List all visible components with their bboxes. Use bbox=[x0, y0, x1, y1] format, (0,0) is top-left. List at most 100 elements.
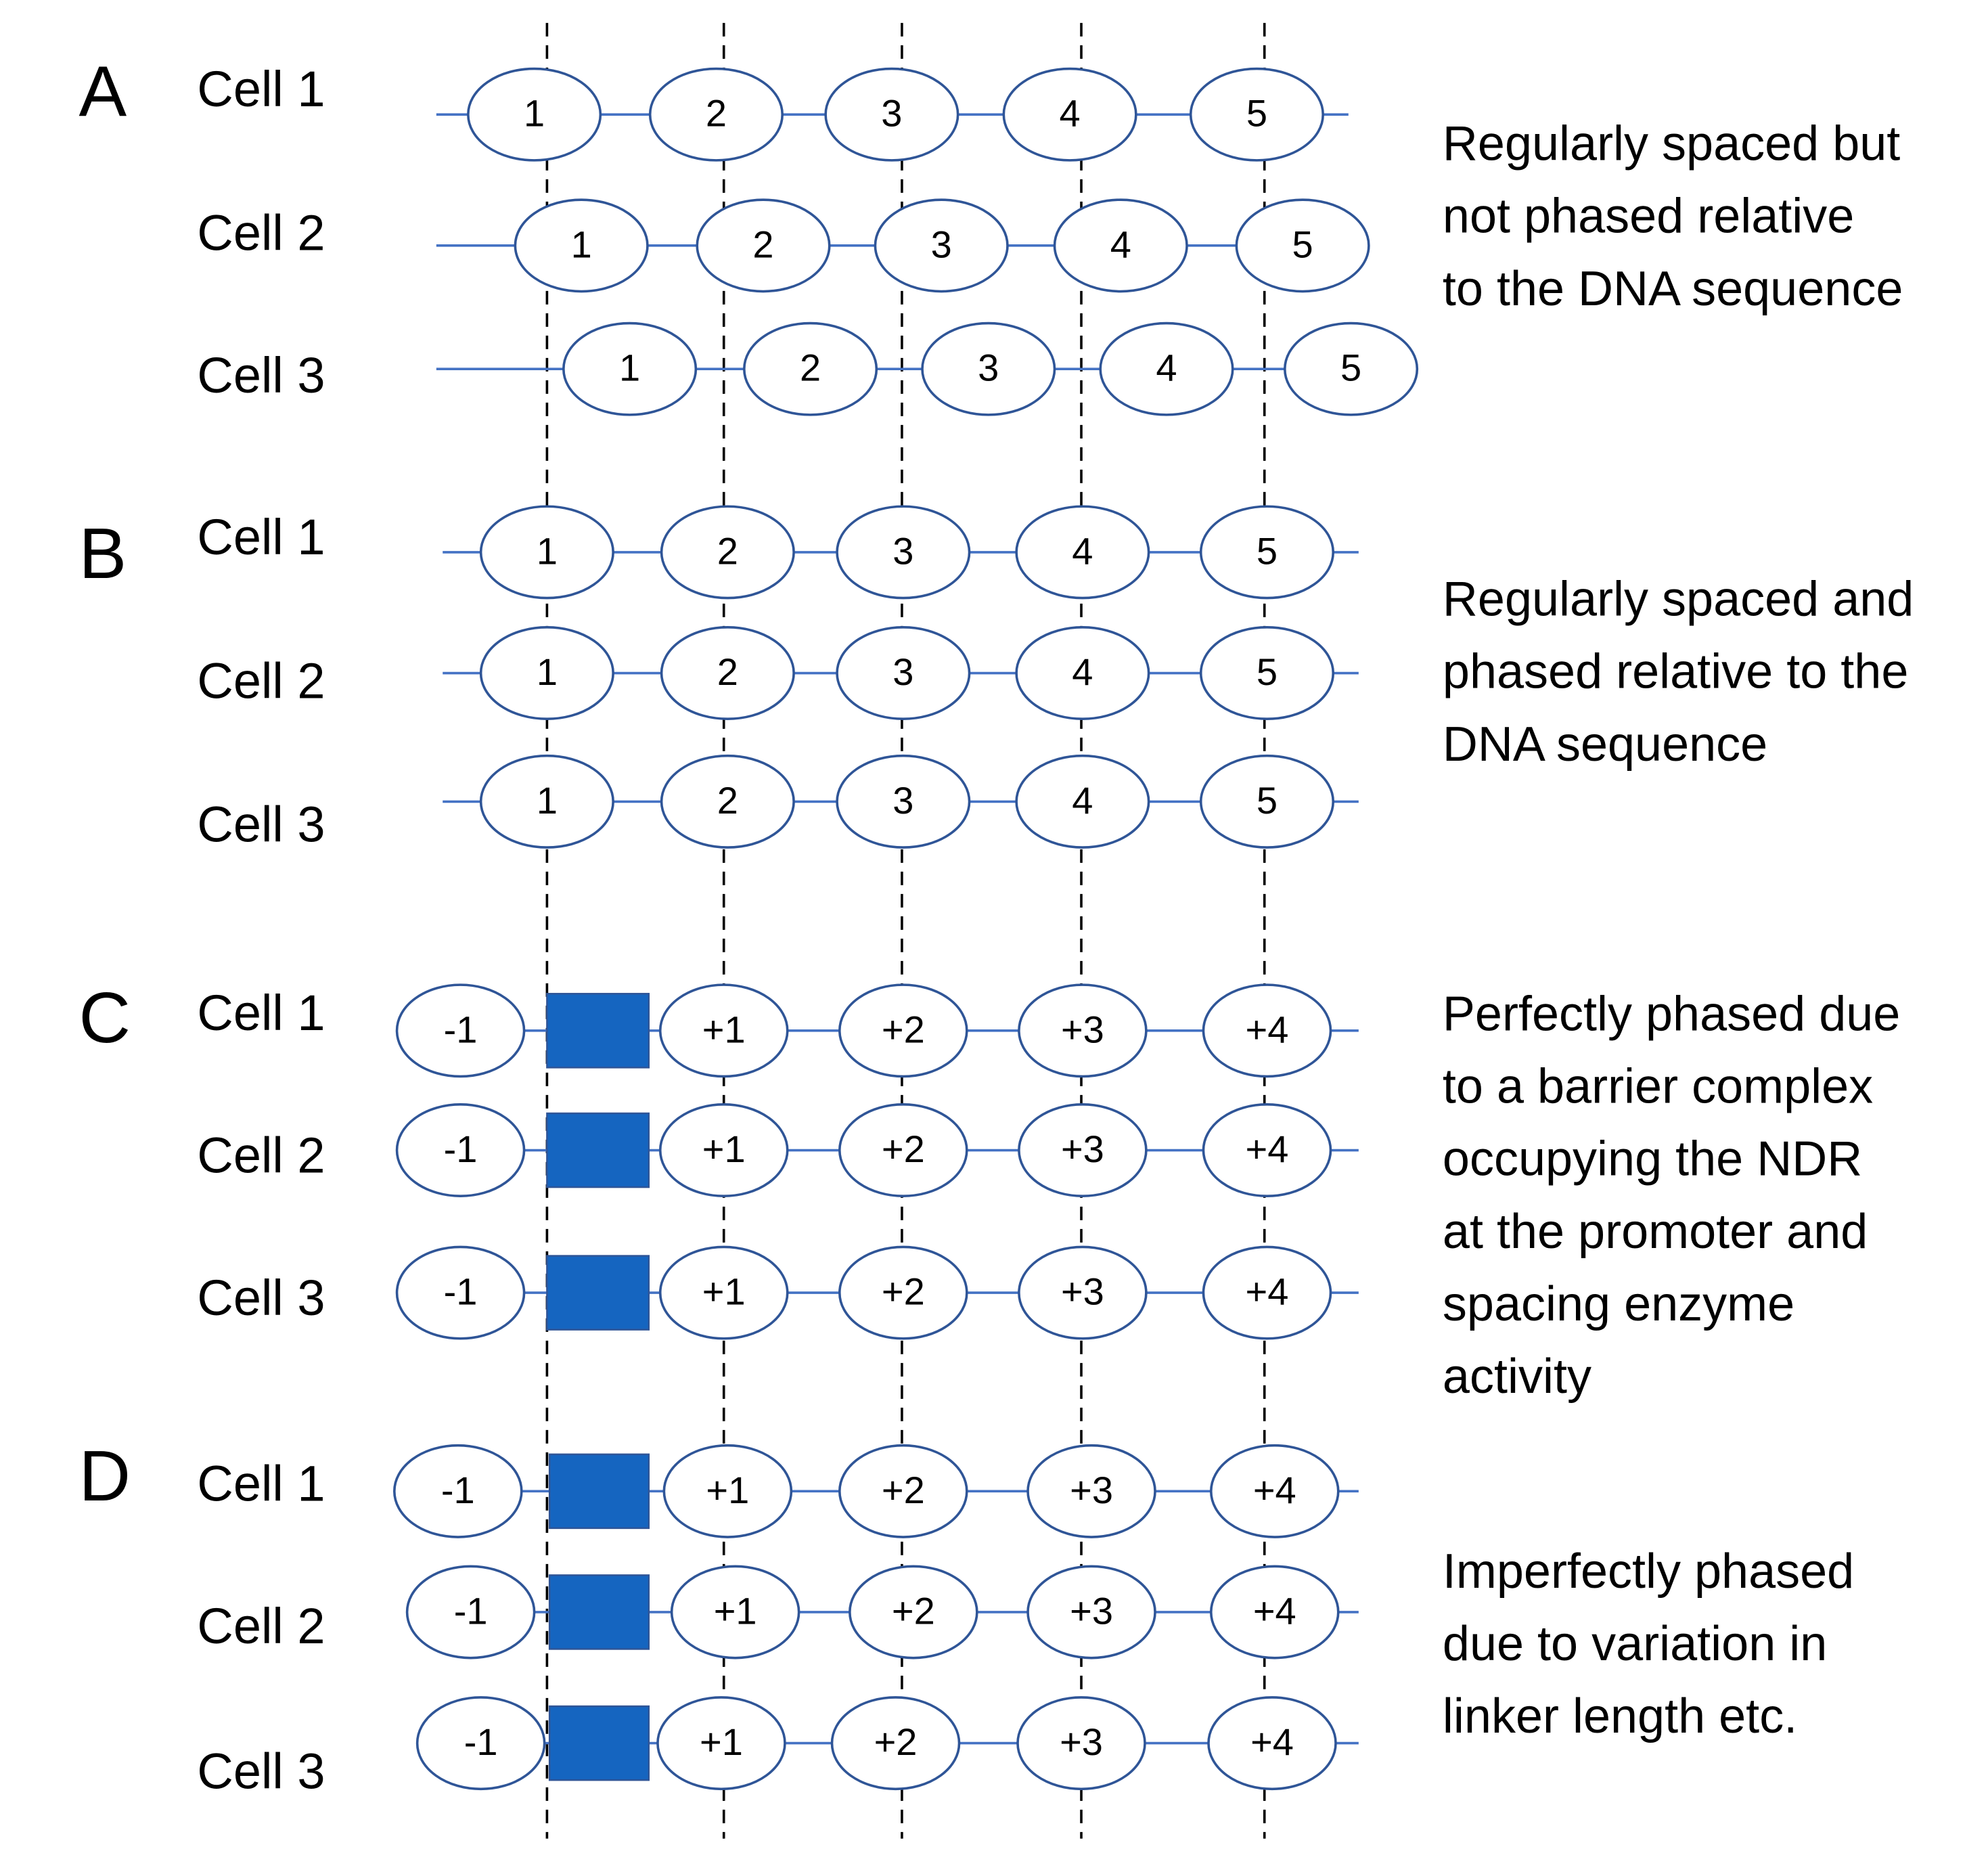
nucleosome-label: +2 bbox=[882, 1469, 925, 1511]
nucleosome-label: 2 bbox=[800, 347, 821, 389]
nucleosome-label: 3 bbox=[893, 529, 913, 572]
cell-label: Cell 1 bbox=[197, 61, 325, 117]
nucleosome-label: +2 bbox=[882, 1008, 925, 1050]
nucleosome bbox=[660, 626, 795, 721]
panel-letter: C bbox=[79, 978, 131, 1058]
nucleosome bbox=[1199, 505, 1335, 600]
nucleosome-label: +3 bbox=[1061, 1270, 1104, 1313]
nucleosome bbox=[921, 321, 1056, 416]
nucleosome bbox=[656, 1696, 786, 1791]
cell-row-1: Cell 1-1+1+2+3+4 bbox=[197, 1444, 1359, 1538]
nucleosome bbox=[1284, 321, 1419, 416]
cell-row-2: Cell 2-1+1+2+3+4 bbox=[197, 1565, 1359, 1660]
panel-description-line: not phased relative bbox=[1443, 190, 1854, 244]
nucleosome bbox=[824, 67, 959, 162]
nucleosome-label: -1 bbox=[444, 1270, 478, 1313]
panel-letter: B bbox=[79, 514, 127, 594]
nucleosome bbox=[392, 1444, 523, 1538]
nucleosome-label: +2 bbox=[882, 1270, 925, 1313]
nucleosome bbox=[1199, 754, 1335, 849]
panel-description-line: DNA sequence bbox=[1443, 717, 1767, 772]
barrier-complex bbox=[548, 1453, 650, 1530]
nucleosome bbox=[479, 754, 614, 849]
cell-label: Cell 3 bbox=[197, 1743, 325, 1799]
nucleosome bbox=[743, 321, 878, 416]
nucleosome bbox=[1018, 983, 1148, 1078]
nucleosome bbox=[660, 754, 795, 849]
nucleosome-label: +2 bbox=[882, 1128, 925, 1170]
nucleosome-label: 1 bbox=[537, 529, 558, 572]
nucleosome-label: 2 bbox=[752, 223, 773, 265]
cell-label: Cell 2 bbox=[197, 1598, 325, 1654]
nucleosome bbox=[1002, 67, 1137, 162]
nucleosome-label: 3 bbox=[978, 347, 999, 389]
nucleosome bbox=[1199, 626, 1335, 721]
nucleosome bbox=[395, 1245, 526, 1340]
nucleosome-label: +4 bbox=[1246, 1128, 1289, 1170]
panel-letter: A bbox=[79, 51, 127, 131]
nucleosome bbox=[658, 983, 789, 1078]
cell-row-3: Cell 3-1+1+2+3+4 bbox=[197, 1696, 1359, 1799]
cell-label: Cell 2 bbox=[197, 1128, 325, 1184]
nucleosome bbox=[1207, 1696, 1337, 1791]
barrier-complex bbox=[546, 1112, 650, 1188]
nucleosome-label: +4 bbox=[1253, 1589, 1296, 1632]
nucleosome-label: 5 bbox=[1340, 347, 1361, 389]
nucleosome bbox=[838, 983, 968, 1078]
nucleosome-label: +4 bbox=[1246, 1270, 1289, 1313]
panel-description-line: phased relative to the bbox=[1443, 645, 1908, 699]
panel-description-line: occupying the NDR bbox=[1443, 1132, 1862, 1186]
nucleosome bbox=[838, 1444, 968, 1538]
nucleosome bbox=[514, 198, 649, 293]
nucleosome-label: -1 bbox=[454, 1589, 488, 1632]
cell-label: Cell 3 bbox=[197, 347, 325, 403]
nucleosome bbox=[696, 198, 831, 293]
nucleosome-label: 5 bbox=[1257, 779, 1278, 822]
nucleosome-label: -1 bbox=[441, 1469, 475, 1511]
nucleosome-label: 4 bbox=[1060, 92, 1081, 135]
nucleosome-label: 3 bbox=[893, 650, 913, 693]
nucleosome bbox=[395, 983, 526, 1078]
nucleosome-label: +1 bbox=[702, 1128, 746, 1170]
nucleosome-label: 1 bbox=[537, 650, 558, 693]
nucleosome bbox=[670, 1565, 800, 1660]
nucleosome-label: 3 bbox=[881, 92, 902, 135]
panel-description-line: to the DNA sequence bbox=[1443, 262, 1903, 316]
nucleosome-label: 4 bbox=[1110, 223, 1131, 265]
nucleosome bbox=[1202, 1245, 1332, 1340]
cell-row-1: Cell 1-1+1+2+3+4 bbox=[197, 983, 1359, 1078]
panel-description-line: Regularly spaced and bbox=[1443, 572, 1914, 626]
barrier-complex bbox=[546, 993, 650, 1069]
panel-description-line: at the promoter and bbox=[1443, 1205, 1868, 1259]
nucleosome-label: 1 bbox=[537, 779, 558, 822]
nucleosome bbox=[1202, 983, 1332, 1078]
nucleosome bbox=[1015, 754, 1150, 849]
nucleosome-label: 3 bbox=[931, 223, 952, 265]
nucleosome-label: -1 bbox=[444, 1128, 478, 1170]
nucleosome bbox=[836, 754, 971, 849]
cell-label: Cell 2 bbox=[197, 205, 325, 261]
nucleosome bbox=[849, 1565, 978, 1660]
nucleosome-label: 1 bbox=[619, 347, 640, 389]
nucleosome bbox=[662, 1444, 793, 1538]
nucleosome-label: +3 bbox=[1070, 1469, 1113, 1511]
panel-description-line: to a barrier complex bbox=[1443, 1060, 1873, 1114]
barrier-complex bbox=[548, 1705, 650, 1781]
nucleosome bbox=[648, 67, 784, 162]
nucleosome-label: 1 bbox=[524, 92, 545, 135]
nucleosome bbox=[658, 1103, 789, 1197]
nucleosome-label: 4 bbox=[1072, 650, 1093, 693]
nucleosome-label: 1 bbox=[571, 223, 592, 265]
nucleosome bbox=[838, 1245, 968, 1340]
nucleosome-label: 5 bbox=[1246, 92, 1267, 135]
nucleosome bbox=[1015, 505, 1150, 600]
nucleosome bbox=[1189, 67, 1324, 162]
nucleosome bbox=[658, 1245, 789, 1340]
nucleosome-label: 2 bbox=[717, 529, 738, 572]
cell-label: Cell 1 bbox=[197, 985, 325, 1041]
nucleosome bbox=[1026, 1565, 1156, 1660]
